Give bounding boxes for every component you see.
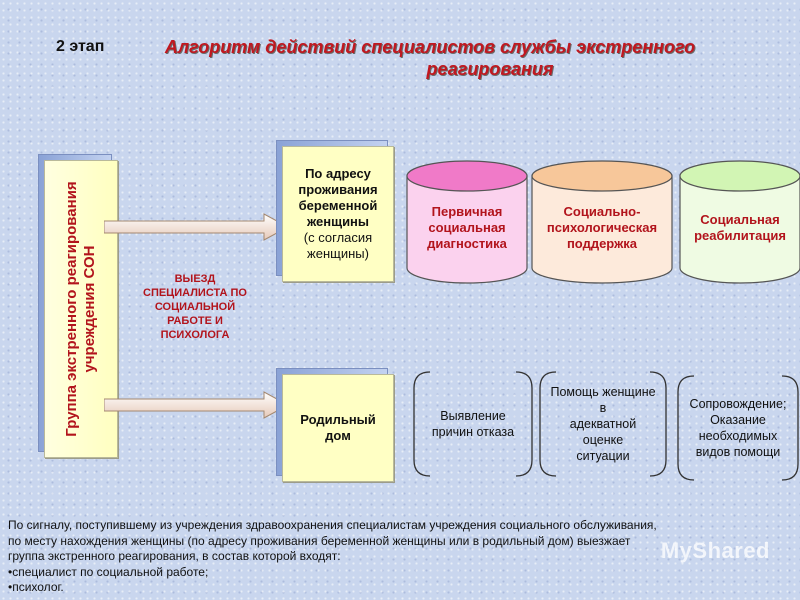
bracket-line-1: Помощь женщине в [550,385,656,415]
cylinder-line-1: Первичная [431,204,503,219]
title-line-1: Алгоритм действий специалистов службы эк… [164,37,696,57]
cylinder-shape [531,160,673,284]
bracket-line-2: Оказание [710,413,766,427]
home-line-3: беременной [298,198,378,213]
destination-maternity-box: Родильный дом [276,368,394,482]
maternity-line-2: дом [325,428,351,443]
destination-home-card: По адресу проживания беременной женщины … [282,146,394,282]
cylinder-psychological-support: Социально- психологическая поддержка [531,160,673,284]
bracket-item-accompaniment: Сопровождение; Оказание необходимых видо… [676,374,800,482]
footer-description: По сигналу, поступившему из учреждения з… [8,518,768,596]
exit-label-line-1: ВЫЕЗД [174,273,216,285]
bracket-line-1: Сопровождение; [689,397,787,411]
destination-maternity-text: Родильный дом [283,412,393,444]
footer-line-1: По сигналу, поступившему из учреждения з… [8,518,657,532]
bracket-shape [539,371,667,477]
home-note-line-2: женщины) [307,246,369,261]
cylinder-line-1: Социальная [700,212,780,227]
cylinder-text: Социальная реабилитация [679,190,800,266]
response-group-box-text: Группа экстренного реагирования учрежден… [63,164,99,454]
bracket-line-2: адекватной оценке [569,417,637,447]
exit-label-line-2: СПЕЦИАЛИСТА ПО [143,287,247,299]
home-line-2: проживания [298,182,378,197]
bracket-shape [677,375,799,481]
footer-line-4: •специалист по социальной работе; [8,564,209,579]
bracket-line-2: причин отказа [431,425,515,439]
cylinder-shape [406,160,528,284]
cylinder-rehabilitation: Социальная реабилитация [679,160,800,284]
bracket-text: Выявление причин отказа [422,370,524,478]
arrow-to-maternity [104,391,290,419]
home-line-1: По адресу [305,166,371,181]
arrow-to-home [104,213,290,241]
bracket-line-1: Выявление [440,409,506,423]
exit-label-line-5: ПСИХОЛОГА [160,329,230,341]
home-line-4: женщины [306,214,370,229]
bracket-line-3: ситуации [576,449,630,463]
cylinder-line-2: социальная [428,220,506,235]
footer-line-2: по месту нахождения женщины (по адресу п… [8,533,631,548]
cylinder-shape [679,160,800,284]
destination-home-text: По адресу проживания беременной женщины … [283,166,393,262]
cylinder-text: Социально- психологическая поддержка [531,190,673,266]
page-title: Алгоритм действий специалистов службы эк… [120,36,740,80]
bracket-item-situation-assessment: Помощь женщине в адекватной оценке ситуа… [538,370,668,478]
bracket-line-4: видов помощи [695,445,781,459]
exit-label-line-3: СОЦИАЛЬНОЙ [154,301,236,313]
stage-label: 2 этап [56,38,105,55]
cylinder-primary-diagnostics: Первичная социальная диагностика [406,160,528,284]
cylinder-line-1: Социально- [563,204,641,219]
cylinder-line-2: реабилитация [694,228,786,243]
response-group-line-2: учреждения СОН [81,245,98,373]
watermark-logo: MyShared [660,538,770,563]
bracket-text: Помощь женщине в адекватной оценке ситуа… [548,370,658,478]
response-group-line-1: Группа экстренного реагирования [63,181,80,437]
cylinder-line-3: поддержка [566,236,638,251]
bracket-line-3: необходимых [698,429,778,443]
footer-line-3: группа экстренного реагирования, в соста… [8,549,341,563]
cylinder-line-2: психологическая [546,220,658,235]
home-note-line-1: (с согласия [303,230,373,245]
bracket-item-refusal-reasons: Выявление причин отказа [412,370,534,478]
cylinder-text: Первичная социальная диагностика [406,190,528,266]
cylinder-line-3: диагностика [427,236,507,251]
maternity-line-1: Родильный [300,412,376,427]
response-group-box: Группа экстренного реагирования учрежден… [38,154,118,458]
destination-maternity-card: Родильный дом [282,374,394,482]
footer-line-5: •психолог. [8,580,64,594]
bracket-text: Сопровождение; Оказание необходимых видо… [686,374,790,482]
destination-home-box: По адресу проживания беременной женщины … [276,140,394,282]
exit-label-line-4: РАБОТЕ И [167,315,223,327]
bracket-shape [413,371,533,477]
exit-specialists-label: ВЫЕЗД СПЕЦИАЛИСТА ПО СОЦИАЛЬНОЙ РАБОТЕ И… [130,272,260,342]
title-line-2: реагирования [426,59,554,79]
